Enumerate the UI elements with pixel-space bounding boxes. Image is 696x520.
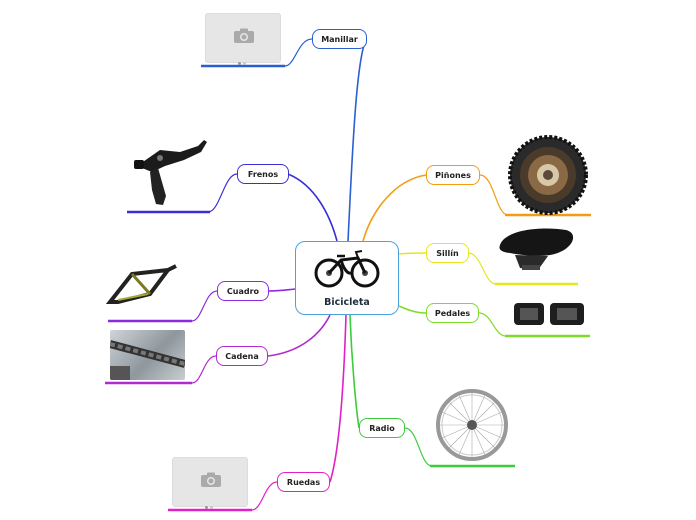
- branch-pedales[interactable]: Pedales: [426, 303, 479, 323]
- branch-frenos[interactable]: Frenos: [237, 164, 289, 184]
- image-pager-dots: [205, 494, 217, 498]
- image-pager-dots: [238, 50, 250, 54]
- bike-chain-image: [110, 330, 185, 380]
- branch-radio[interactable]: Radio: [359, 418, 405, 438]
- camera-icon: [233, 28, 255, 44]
- branch-radio-label: Radio: [369, 424, 395, 433]
- camera-icon: [200, 472, 222, 488]
- branch-sillin-label: Sillín: [436, 249, 458, 258]
- branch-cadena[interactable]: Cadena: [216, 346, 268, 366]
- branch-pinones-label: Piñones: [435, 171, 471, 180]
- branch-sillin[interactable]: Sillín: [426, 243, 469, 263]
- branch-ruedas[interactable]: Ruedas: [277, 472, 330, 492]
- branch-manillar[interactable]: Manillar: [312, 29, 367, 49]
- ruedas-image-placeholder[interactable]: [172, 457, 248, 507]
- manillar-image-placeholder[interactable]: [205, 13, 281, 63]
- branch-cadena-label: Cadena: [225, 352, 259, 361]
- branch-pinones[interactable]: Piñones: [426, 165, 480, 185]
- branch-cuadro[interactable]: Cuadro: [217, 281, 269, 301]
- branch-frenos-label: Frenos: [248, 170, 278, 179]
- central-topic[interactable]: Bicicleta: [295, 241, 399, 315]
- branch-cuadro-label: Cuadro: [227, 287, 259, 296]
- branch-manillar-label: Manillar: [321, 35, 358, 44]
- central-topic-title: Bicicleta: [296, 297, 398, 308]
- branch-pedales-label: Pedales: [435, 309, 470, 318]
- branch-ruedas-label: Ruedas: [287, 478, 320, 487]
